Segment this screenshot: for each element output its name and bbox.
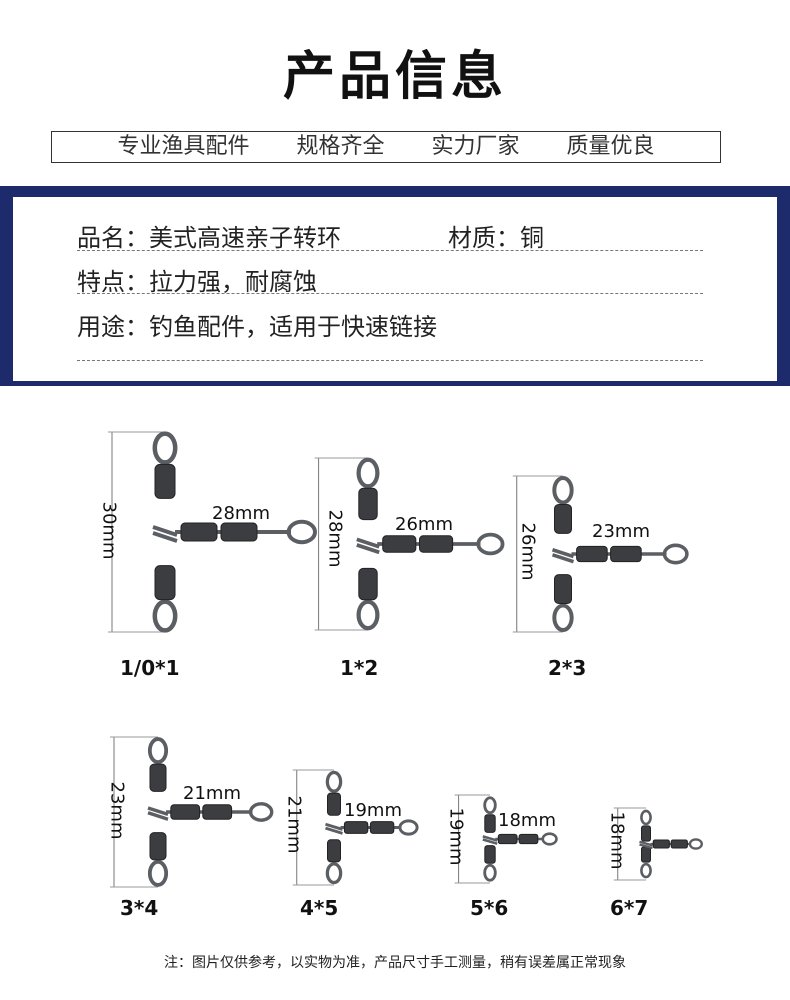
side-ring [398, 819, 419, 836]
top-ring [147, 737, 169, 765]
lower-barrel [327, 839, 341, 863]
bottom-ring [640, 862, 652, 879]
bottom-ring [147, 859, 169, 887]
center-coil [639, 840, 653, 847]
disclaimer-note: 注：图片仅供参考，以实物为准，产品尺寸手工测量，稍有误差属正常现象 [164, 955, 626, 971]
bottom-ring [152, 599, 178, 633]
side-barrel [343, 821, 369, 834]
product-material: 材质：铜 [448, 224, 544, 252]
swivel-width-label: 21mm [183, 783, 241, 804]
tagline-item: 专业渔具配件 [117, 134, 250, 159]
swivel-width-label: 28mm [212, 503, 270, 524]
side-barrel [419, 535, 454, 553]
side-ring [541, 832, 558, 846]
center-coil [325, 826, 343, 835]
tagline-box: 专业渔具配件 规格齐全 实力厂家 质量优良 [51, 131, 721, 163]
side-ring [286, 519, 317, 545]
center-coil [482, 835, 498, 842]
bottom-ring [483, 863, 497, 882]
center-coil [482, 838, 498, 845]
page-title: 产品信息 [282, 47, 507, 107]
lower-barrel [554, 574, 572, 605]
side-barrel [202, 804, 233, 820]
lower-barrel [358, 567, 378, 601]
side-barrel [382, 535, 417, 553]
center-coil [152, 525, 178, 537]
side-ring [248, 802, 274, 822]
top-ring [483, 796, 497, 815]
bottom-ring [325, 862, 343, 885]
center-coil [152, 531, 178, 543]
bottom-ring [552, 603, 574, 633]
side-barrel [670, 839, 688, 849]
product-usage: 用途：钓鱼配件，适用于快速链接 [77, 313, 437, 341]
swivel-size-label: 2*3 [548, 656, 587, 680]
upper-barrel [149, 763, 167, 792]
side-barrel [610, 545, 642, 563]
tagline-item: 质量优良 [566, 134, 655, 159]
tagline-item: 规格齐全 [296, 134, 385, 159]
center-coil [147, 811, 169, 821]
tagline-item: 实力厂家 [431, 134, 520, 159]
top-ring [640, 809, 652, 826]
swivel-width-label: 19mm [344, 800, 402, 821]
side-barrel [369, 821, 395, 834]
center-coil [325, 822, 343, 831]
center-coil [551, 553, 575, 564]
side-barrel [652, 839, 670, 849]
side-barrel [220, 522, 258, 542]
lower-barrel [484, 845, 496, 864]
swivel-size-label: 1/0*1 [120, 656, 180, 680]
swivel-width-label: 18mm [498, 810, 556, 831]
center-coil [551, 548, 575, 559]
side-barrel [497, 833, 518, 845]
swivel-size-label: 4*5 [300, 896, 339, 920]
swivel-size-label: 6*7 [610, 896, 649, 920]
info-card [13, 197, 777, 381]
center-coil [147, 806, 169, 817]
top-ring [552, 475, 574, 505]
side-ring [688, 838, 703, 850]
swivel-size-label: 5*6 [470, 896, 509, 920]
upper-barrel [484, 814, 496, 833]
product-features: 特点：拉力强，耐腐蚀 [77, 268, 317, 296]
lower-barrel [149, 832, 167, 861]
divider [77, 360, 703, 361]
swivel-width-label: 23mm [592, 521, 650, 542]
side-barrel [518, 833, 539, 845]
product-name: 品名：美式高速亲子转环 [77, 224, 341, 252]
swivel-size-label: 3*4 [120, 896, 159, 920]
top-ring [325, 770, 343, 793]
upper-barrel [554, 503, 572, 534]
side-barrel [180, 522, 218, 542]
side-barrel [576, 545, 608, 563]
top-ring [152, 431, 178, 465]
side-barrel [170, 804, 201, 820]
upper-barrel [358, 487, 378, 521]
upper-barrel [154, 463, 176, 499]
divider [77, 293, 703, 294]
lower-barrel [154, 565, 176, 601]
center-coil [356, 543, 380, 555]
side-ring [476, 532, 505, 556]
upper-barrel [641, 825, 651, 842]
swivel-size-label: 1*2 [340, 656, 379, 680]
divider [77, 250, 703, 251]
lower-barrel [641, 846, 651, 863]
swivel-height-label: 18mm [606, 811, 628, 870]
swivel-width-label: 26mm [395, 514, 453, 535]
center-coil [639, 843, 653, 850]
bottom-ring [356, 599, 380, 631]
top-ring [356, 457, 380, 489]
upper-barrel [327, 792, 341, 816]
center-coil [356, 537, 380, 549]
side-ring [662, 543, 689, 565]
